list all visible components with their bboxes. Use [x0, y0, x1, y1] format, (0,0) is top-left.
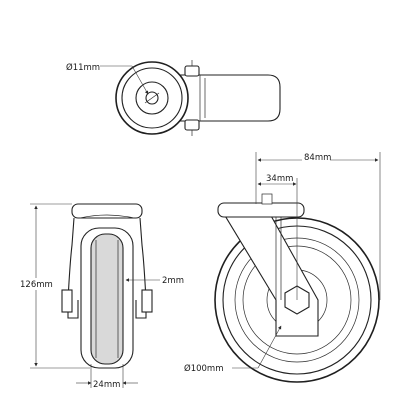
- side-view-spindle: [261, 193, 273, 205]
- side-view-plate: [217, 202, 305, 218]
- height-label-bg: [20, 278, 52, 290]
- front-view: 126mm 2mm 24mm: [20, 203, 184, 390]
- front-view-plate: [71, 203, 143, 219]
- top-view-wheel: [149, 74, 281, 122]
- top-view-bore-hole: [145, 91, 159, 105]
- top-view-bore-hatch: [144, 92, 160, 104]
- side-view: 84mm 34mm Ø100mm: [184, 151, 381, 383]
- front-view-axle-nut-right: [141, 289, 153, 313]
- top-view-plate-ring: [121, 67, 183, 129]
- top-view: Ø11mm: [66, 60, 281, 136]
- bore-diameter-label: Ø11mm: [66, 62, 100, 73]
- fork-offset-label: 34mm: [266, 174, 293, 184]
- top-view-bore-ring: [135, 81, 169, 115]
- top-view-axle-cap-top: [184, 65, 200, 77]
- front-view-tread: [90, 233, 124, 365]
- top-view-axle-cap-bottom: [184, 119, 200, 131]
- diameter-leader-arrow: [257, 325, 282, 369]
- front-view-fork-top: [79, 214, 135, 219]
- wheel-width-label: 24mm: [93, 380, 120, 390]
- tread-thickness-label: 2mm: [162, 276, 184, 286]
- overall-height-label: 126mm: [20, 280, 53, 290]
- wheel-diameter-label: Ø100mm: [184, 363, 223, 374]
- plate-label-bg: [302, 151, 330, 162]
- front-view-axle-nut-left: [61, 289, 73, 313]
- bore-leader-arrow: [131, 65, 149, 95]
- plate-width-label: 84mm: [304, 153, 331, 163]
